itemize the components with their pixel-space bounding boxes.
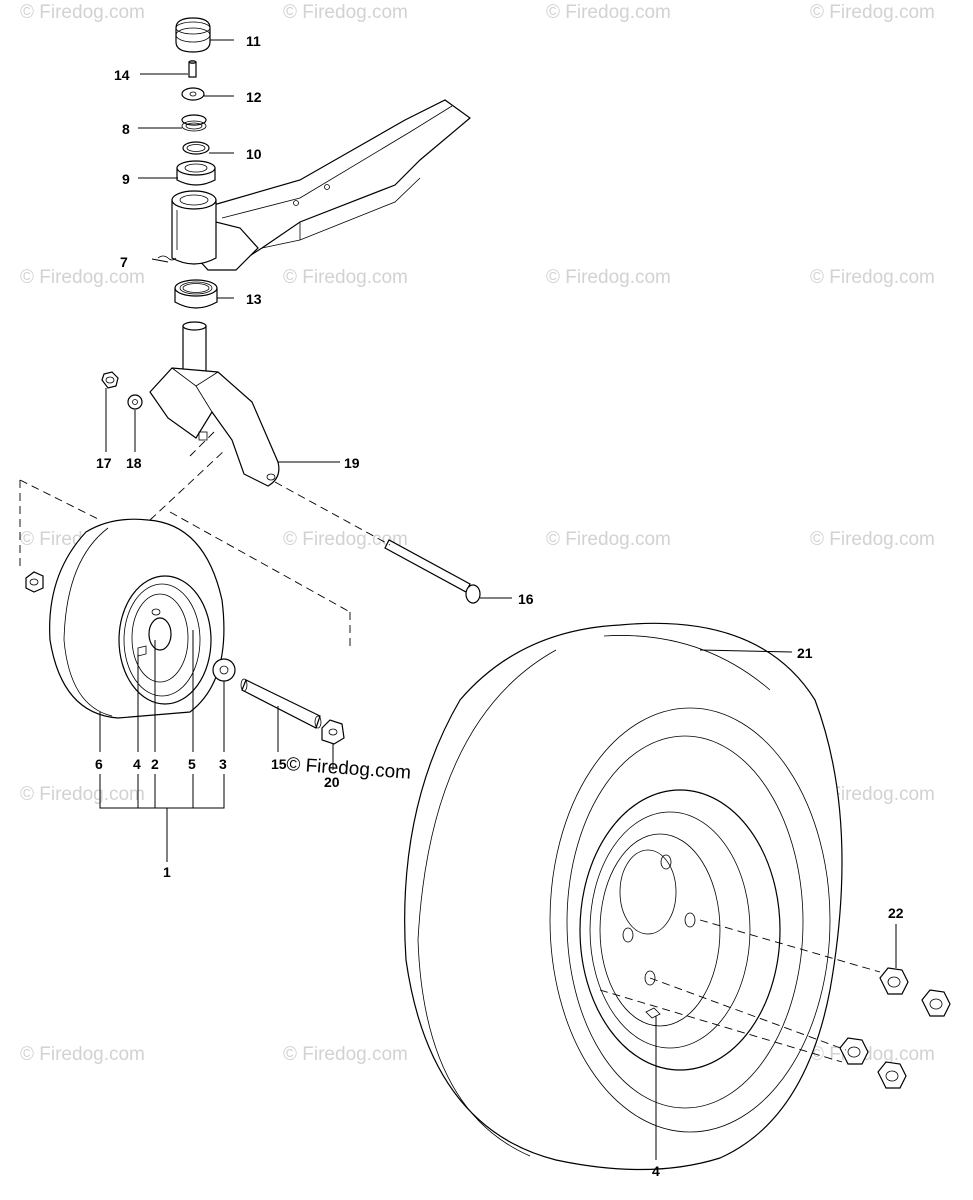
watermark: © Firedog.com bbox=[20, 784, 145, 805]
callout-12: 12 bbox=[246, 89, 262, 105]
spindle-housing bbox=[171, 190, 217, 265]
callout-20: 20 bbox=[324, 774, 340, 790]
cotter-pin bbox=[151, 255, 177, 263]
callout-2: 2 bbox=[151, 756, 159, 772]
drive-wheel bbox=[404, 622, 843, 1171]
watermark: © Firedog.com bbox=[283, 529, 408, 550]
caster-fork bbox=[149, 321, 280, 487]
alignment-lines bbox=[19, 431, 881, 1063]
left-spacer bbox=[25, 571, 44, 593]
lug-nut bbox=[879, 967, 909, 995]
lug-nut bbox=[839, 1037, 869, 1065]
axle-bolt bbox=[384, 539, 481, 604]
watermark: © Firedog.com bbox=[283, 1044, 408, 1065]
axle-tube bbox=[240, 678, 322, 729]
callout-6: 6 bbox=[95, 756, 103, 772]
flat-washer bbox=[127, 394, 143, 410]
callout-4-drive: 4 bbox=[652, 1163, 660, 1179]
watermark: © Firedog.com bbox=[20, 267, 145, 288]
callout-5: 5 bbox=[188, 756, 196, 772]
axle-nut bbox=[321, 719, 345, 745]
watermark: © Firedog.com bbox=[546, 2, 671, 23]
watermark: © Firedog.com bbox=[546, 267, 671, 288]
watermark: © Firedog.com bbox=[810, 529, 935, 550]
spindle-assembly bbox=[151, 17, 218, 309]
callout-labels: 11 14 12 8 10 9 7 13 17 18 19 16 21 6 4 … bbox=[95, 33, 904, 1179]
callout-4: 4 bbox=[133, 756, 141, 772]
watermark: © Firedog.com bbox=[283, 2, 408, 23]
lower-bearing bbox=[174, 279, 218, 309]
callout-18: 18 bbox=[126, 455, 142, 471]
upper-bearing bbox=[176, 160, 216, 186]
caster-wheel bbox=[49, 518, 225, 719]
dust-cap bbox=[175, 17, 211, 53]
grease-fitting bbox=[188, 60, 197, 78]
callout-9: 9 bbox=[122, 171, 130, 187]
callout-14: 14 bbox=[114, 67, 130, 83]
lug-nuts bbox=[839, 967, 951, 1089]
callout-13: 13 bbox=[246, 291, 262, 307]
leader-lines bbox=[99, 39, 897, 1160]
watermark: © Firedog.com bbox=[810, 784, 935, 805]
seal-ring bbox=[182, 141, 210, 155]
callout-7: 7 bbox=[120, 254, 128, 270]
callout-11: 11 bbox=[246, 33, 261, 49]
lug-nut bbox=[877, 1061, 907, 1089]
callout-1: 1 bbox=[163, 864, 171, 880]
snap-ring bbox=[181, 114, 207, 132]
callout-3: 3 bbox=[219, 756, 227, 772]
watermark: © Firedog.com bbox=[20, 2, 145, 23]
callout-17: 17 bbox=[96, 455, 112, 471]
watermark: © Firedog.com bbox=[20, 1044, 145, 1065]
main-watermark: © Firedog.com bbox=[286, 754, 412, 784]
callout-16: 16 bbox=[518, 591, 534, 607]
frame-arm bbox=[187, 99, 471, 271]
callout-21: 21 bbox=[797, 645, 813, 661]
callout-19: 19 bbox=[344, 455, 360, 471]
callout-15: 15 bbox=[271, 756, 287, 772]
watermark: © Firedog.com bbox=[810, 1044, 935, 1065]
washer bbox=[181, 87, 205, 101]
watermark: © Firedog.com bbox=[546, 529, 671, 550]
callout-10: 10 bbox=[246, 146, 262, 162]
wheel-spacer bbox=[212, 658, 236, 682]
watermark: © Firedog.com bbox=[810, 267, 935, 288]
watermark: © Firedog.com bbox=[810, 2, 935, 23]
lug-nut bbox=[921, 989, 951, 1017]
watermark: © Firedog.com bbox=[283, 267, 408, 288]
callout-8: 8 bbox=[122, 121, 130, 137]
callout-22: 22 bbox=[888, 905, 904, 921]
lock-nut bbox=[101, 371, 119, 389]
